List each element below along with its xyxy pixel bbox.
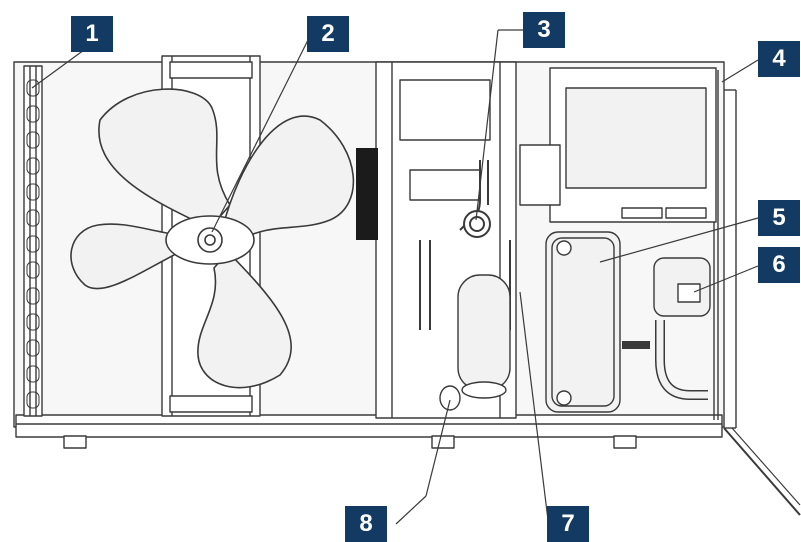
leader-lines xyxy=(31,29,759,525)
plate-heat-exchanger xyxy=(545,231,621,413)
callout-4: 4 xyxy=(758,41,800,77)
refrigerant-piping xyxy=(419,160,511,330)
heat-exchanger xyxy=(23,65,43,417)
callout-5: 5 xyxy=(758,200,800,236)
circulation-pump xyxy=(622,257,711,400)
compressor xyxy=(439,274,511,411)
drain-pipe xyxy=(723,427,801,516)
callout-7: 7 xyxy=(547,506,589,542)
callout-3: 3 xyxy=(523,12,565,48)
dark-side-panel xyxy=(356,148,378,240)
callout-2: 2 xyxy=(307,16,349,52)
control-box xyxy=(519,67,717,223)
callout-1: 1 xyxy=(71,16,113,52)
callout-6: 6 xyxy=(758,247,800,283)
callout-8: 8 xyxy=(345,506,387,542)
unit-feet xyxy=(63,435,637,449)
fan-blades xyxy=(70,88,355,389)
